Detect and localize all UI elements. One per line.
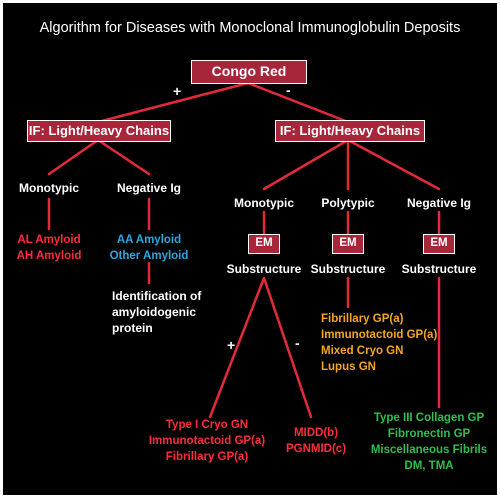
note-line-1: Identification of xyxy=(112,289,202,303)
negative-sign-root: - xyxy=(286,82,291,98)
right-if-label: IF: Light/Heavy Chains xyxy=(279,123,421,138)
identification-note: Identification of amyloidogenic protein xyxy=(112,288,201,336)
left-if-box: IF: Light/Heavy Chains xyxy=(27,120,171,142)
monotypic-negative-results: MIDD(b) PGNMID(c) xyxy=(286,425,346,457)
congo-red-box: Congo Red xyxy=(191,60,307,84)
right-if-box: IF: Light/Heavy Chains xyxy=(275,120,425,142)
line-substructure-negative xyxy=(262,276,313,419)
substructure-label-negative: Substructure xyxy=(401,262,477,276)
result-miscellaneous-fibrils: Miscellaneous Fibrils xyxy=(370,444,488,456)
result-dm-tma: DM, TMA xyxy=(404,460,454,472)
line-right-if-to-monotypic xyxy=(262,138,350,191)
em-label-polytypic: EM xyxy=(339,237,357,249)
result-aa-amyloid: AA Amyloid xyxy=(116,234,182,246)
left-monotypic-results: AL Amyloid AH Amyloid xyxy=(17,232,82,264)
congo-red-label: Congo Red xyxy=(211,63,287,79)
flowchart-panel: Algorithm for Diseases with Monoclonal I… xyxy=(3,3,497,495)
result-lupus-gn: Lupus GN xyxy=(321,361,376,373)
result-fibrillary-gp-poly: Fibrillary GP(a) xyxy=(321,313,404,325)
result-midd: MIDD(b) xyxy=(293,427,339,439)
result-immunotactoid-gp-mono: Immunotactoid GP(a) xyxy=(148,435,266,447)
diagram-title: Algorithm for Diseases with Monoclonal I… xyxy=(39,20,461,36)
line-root-to-left-if xyxy=(96,81,250,124)
result-pgnmid: PGNMID(c) xyxy=(285,443,347,455)
result-fibronectin-gp: Fibronectin GP xyxy=(387,428,471,440)
result-fibrillary-gp-mono: Fibrillary GP(a) xyxy=(165,451,249,463)
polytypic-results: Fibrillary GP(a) Immunotactoid GP(a) Mix… xyxy=(321,311,437,375)
left-negative-label: Negative Ig xyxy=(116,181,182,195)
left-monotypic-label: Monotypic xyxy=(19,181,79,195)
monotypic-positive-results: Type I Cryo GN Immunotactoid GP(a) Fibri… xyxy=(149,417,265,465)
result-mixed-cryo-gn: Mixed Cryo GN xyxy=(321,345,404,357)
result-ah-amyloid: AH Amyloid xyxy=(16,250,82,262)
note-line-2: amyloidogenic xyxy=(112,305,197,319)
right-monotypic-label: Monotypic xyxy=(234,196,294,210)
em-box-monotypic: EM xyxy=(248,234,280,254)
line-root-to-right-if xyxy=(246,81,350,124)
result-type-i-cryo-gn: Type I Cryo GN xyxy=(165,419,249,431)
result-other-amyloid: Other Amyloid xyxy=(109,250,189,262)
result-type-iii-collagen-gp: Type III Collagen GP xyxy=(373,412,485,424)
left-if-label: IF: Light/Heavy Chains xyxy=(28,123,170,138)
result-immunotactoid-gp-poly: Immunotactoid GP(a) xyxy=(321,329,438,341)
substructure-label-monotypic: Substructure xyxy=(226,262,302,276)
positive-sign-substructure: + xyxy=(227,337,236,353)
line-substructure-positive xyxy=(208,276,266,419)
negative-ig-results: Type III Collagen GP Fibronectin GP Misc… xyxy=(371,410,487,474)
negative-sign-substructure: - xyxy=(295,335,300,351)
connector-lines xyxy=(47,81,441,419)
left-negative-results: AA Amyloid Other Amyloid xyxy=(110,232,189,264)
right-polytypic-label: Polytypic xyxy=(321,196,375,210)
em-label-negative: EM xyxy=(430,237,448,249)
line-left-if-to-monotypic xyxy=(47,138,100,176)
positive-sign-root: + xyxy=(173,83,182,99)
em-box-negative: EM xyxy=(423,234,455,254)
note-line-3: protein xyxy=(112,321,153,335)
em-box-polytypic: EM xyxy=(332,234,364,254)
em-label-monotypic: EM xyxy=(255,237,273,249)
line-left-if-to-negative xyxy=(96,138,151,176)
right-negative-label: Negative Ig xyxy=(406,196,472,210)
result-al-amyloid: AL Amyloid xyxy=(17,234,81,246)
substructure-label-polytypic: Substructure xyxy=(310,262,386,276)
line-right-if-to-negative xyxy=(346,138,441,191)
